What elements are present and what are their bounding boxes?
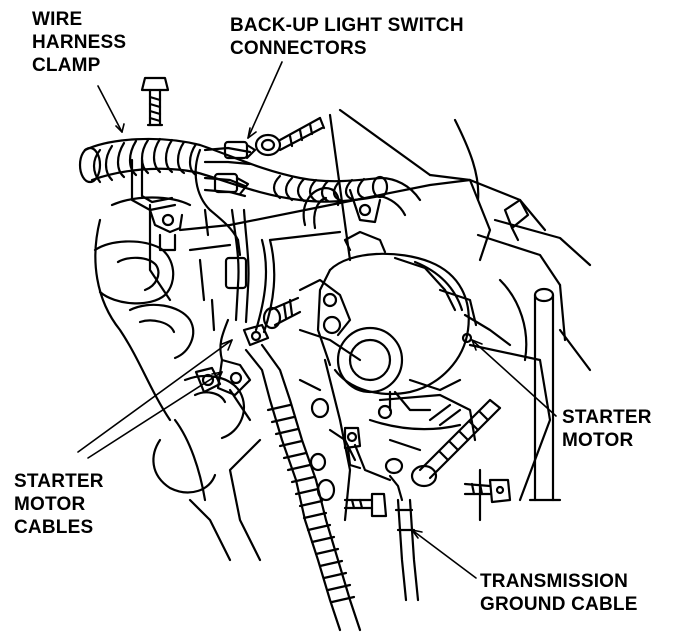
harness-hook-bracket xyxy=(302,186,382,230)
lower-mounting-bolts xyxy=(309,397,388,518)
label-starter-motor-cables: STARTER MOTOR CABLES xyxy=(14,470,104,539)
label-line: WIRE xyxy=(32,9,83,30)
label-line: HARNESS xyxy=(32,32,127,53)
label-line: TRANSMISSION xyxy=(480,571,629,592)
label-line: MOTOR xyxy=(14,494,86,515)
label-line: STARTER xyxy=(14,471,104,492)
backup-light-switch-connectors xyxy=(194,140,257,257)
leader-lines xyxy=(77,61,557,579)
transmission-ground-cable xyxy=(384,457,420,602)
label-line: BACK-UP LIGHT SWITCH xyxy=(230,15,464,36)
long-starter-bolt xyxy=(410,398,502,488)
label-line: MOTOR xyxy=(562,430,634,451)
engine-block-outline xyxy=(93,108,592,562)
label-line: STARTER xyxy=(562,407,652,428)
label-wire-harness-clamp: WIRE HARNESS CLAMP xyxy=(32,8,126,77)
wire-harness-clamp xyxy=(130,158,184,252)
label-backup-light-switch-connectors: BACK-UP LIGHT SWITCH CONNECTORS xyxy=(230,14,464,60)
small-right-bolt xyxy=(463,478,512,504)
label-line: CLAMP xyxy=(32,55,101,76)
label-line: CABLES xyxy=(14,517,94,538)
wire-harness-tube xyxy=(78,137,422,217)
small-top-bolt xyxy=(254,116,326,157)
label-line: CONNECTORS xyxy=(230,38,367,59)
starter-motor-body xyxy=(316,230,512,420)
label-starter-motor: STARTER MOTOR xyxy=(562,406,652,452)
label-line: GROUND CABLE xyxy=(480,594,638,615)
clamp-bolt xyxy=(140,76,170,127)
starter-motor-cables xyxy=(194,208,362,632)
label-transmission-ground-cable: TRANSMISSION GROUND CABLE xyxy=(480,570,638,616)
top-right-stud xyxy=(503,198,530,242)
